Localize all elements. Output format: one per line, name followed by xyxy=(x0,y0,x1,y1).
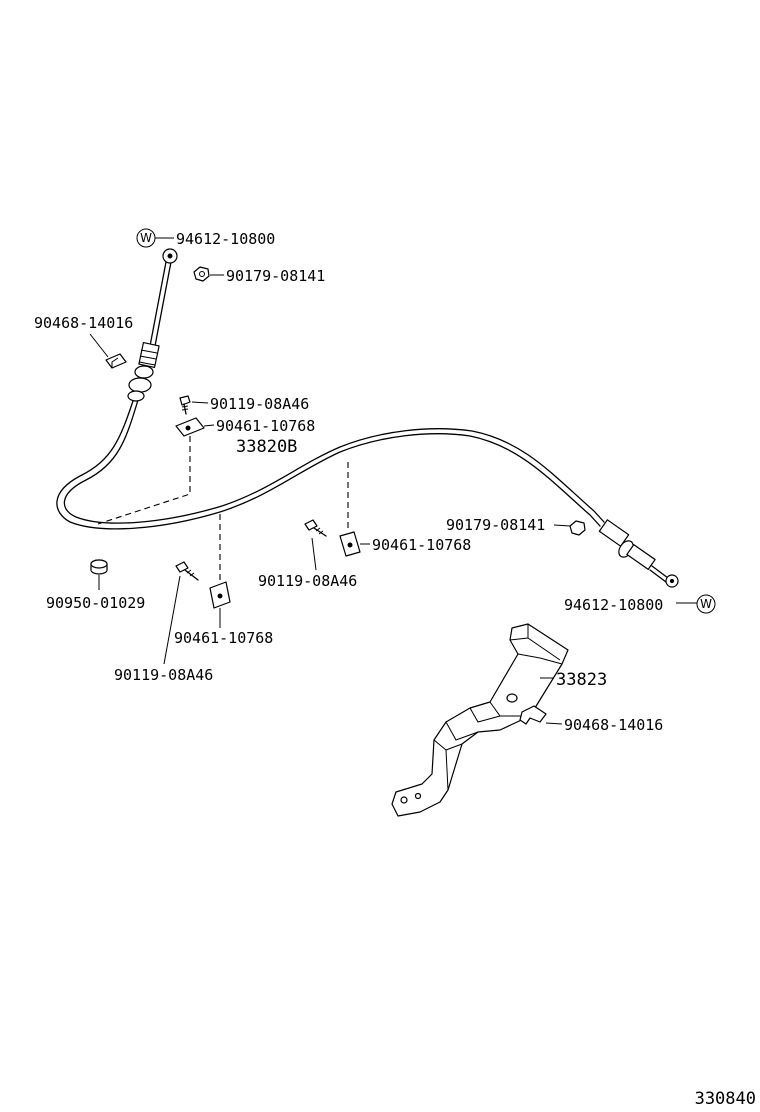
label-pin-top: 94612-10800 xyxy=(176,230,275,248)
cable-top-end xyxy=(127,248,178,402)
bolt-a xyxy=(179,395,209,415)
label-cable: 33820B xyxy=(236,437,297,457)
plug xyxy=(90,559,108,590)
washer-symbol-top: W xyxy=(136,228,174,248)
washer-letter: W xyxy=(700,597,712,611)
label-nut-top: 90179-08141 xyxy=(226,267,325,285)
washer-letter: W xyxy=(140,231,152,245)
clamp-b xyxy=(339,531,370,557)
nut-right xyxy=(553,520,586,536)
label-nut-right: 90179-08141 xyxy=(446,516,545,534)
dash-clamp-a xyxy=(97,436,191,525)
cable-right-end xyxy=(598,519,679,588)
label-bracket: 33823 xyxy=(556,670,607,690)
clip-top xyxy=(89,333,127,369)
label-clip-top: 90468-14016 xyxy=(34,314,133,332)
clamp-c xyxy=(209,581,231,628)
clamp-a xyxy=(175,417,215,437)
label-clamp-c: 90461-10768 xyxy=(174,629,273,647)
bolt-c xyxy=(163,561,199,665)
label-bolt-b: 90119-08A46 xyxy=(258,572,357,590)
nut-top xyxy=(193,266,224,282)
washer-symbol-right: W xyxy=(676,594,716,614)
label-clamp-a: 90461-10768 xyxy=(216,417,315,435)
label-clamp-b: 90461-10768 xyxy=(372,536,471,554)
control-cable xyxy=(56,397,605,530)
reference-number: 330840 xyxy=(695,1089,756,1109)
label-clip-bracket: 90468-14016 xyxy=(564,716,663,734)
bolt-b xyxy=(304,519,327,571)
label-pin-right: 94612-10800 xyxy=(564,596,663,614)
clip-bracket xyxy=(519,705,563,725)
label-bolt-a: 90119-08A46 xyxy=(210,395,309,413)
label-bolt-c: 90119-08A46 xyxy=(114,666,213,684)
bracket xyxy=(391,623,569,817)
label-plug: 90950-01029 xyxy=(46,594,145,612)
